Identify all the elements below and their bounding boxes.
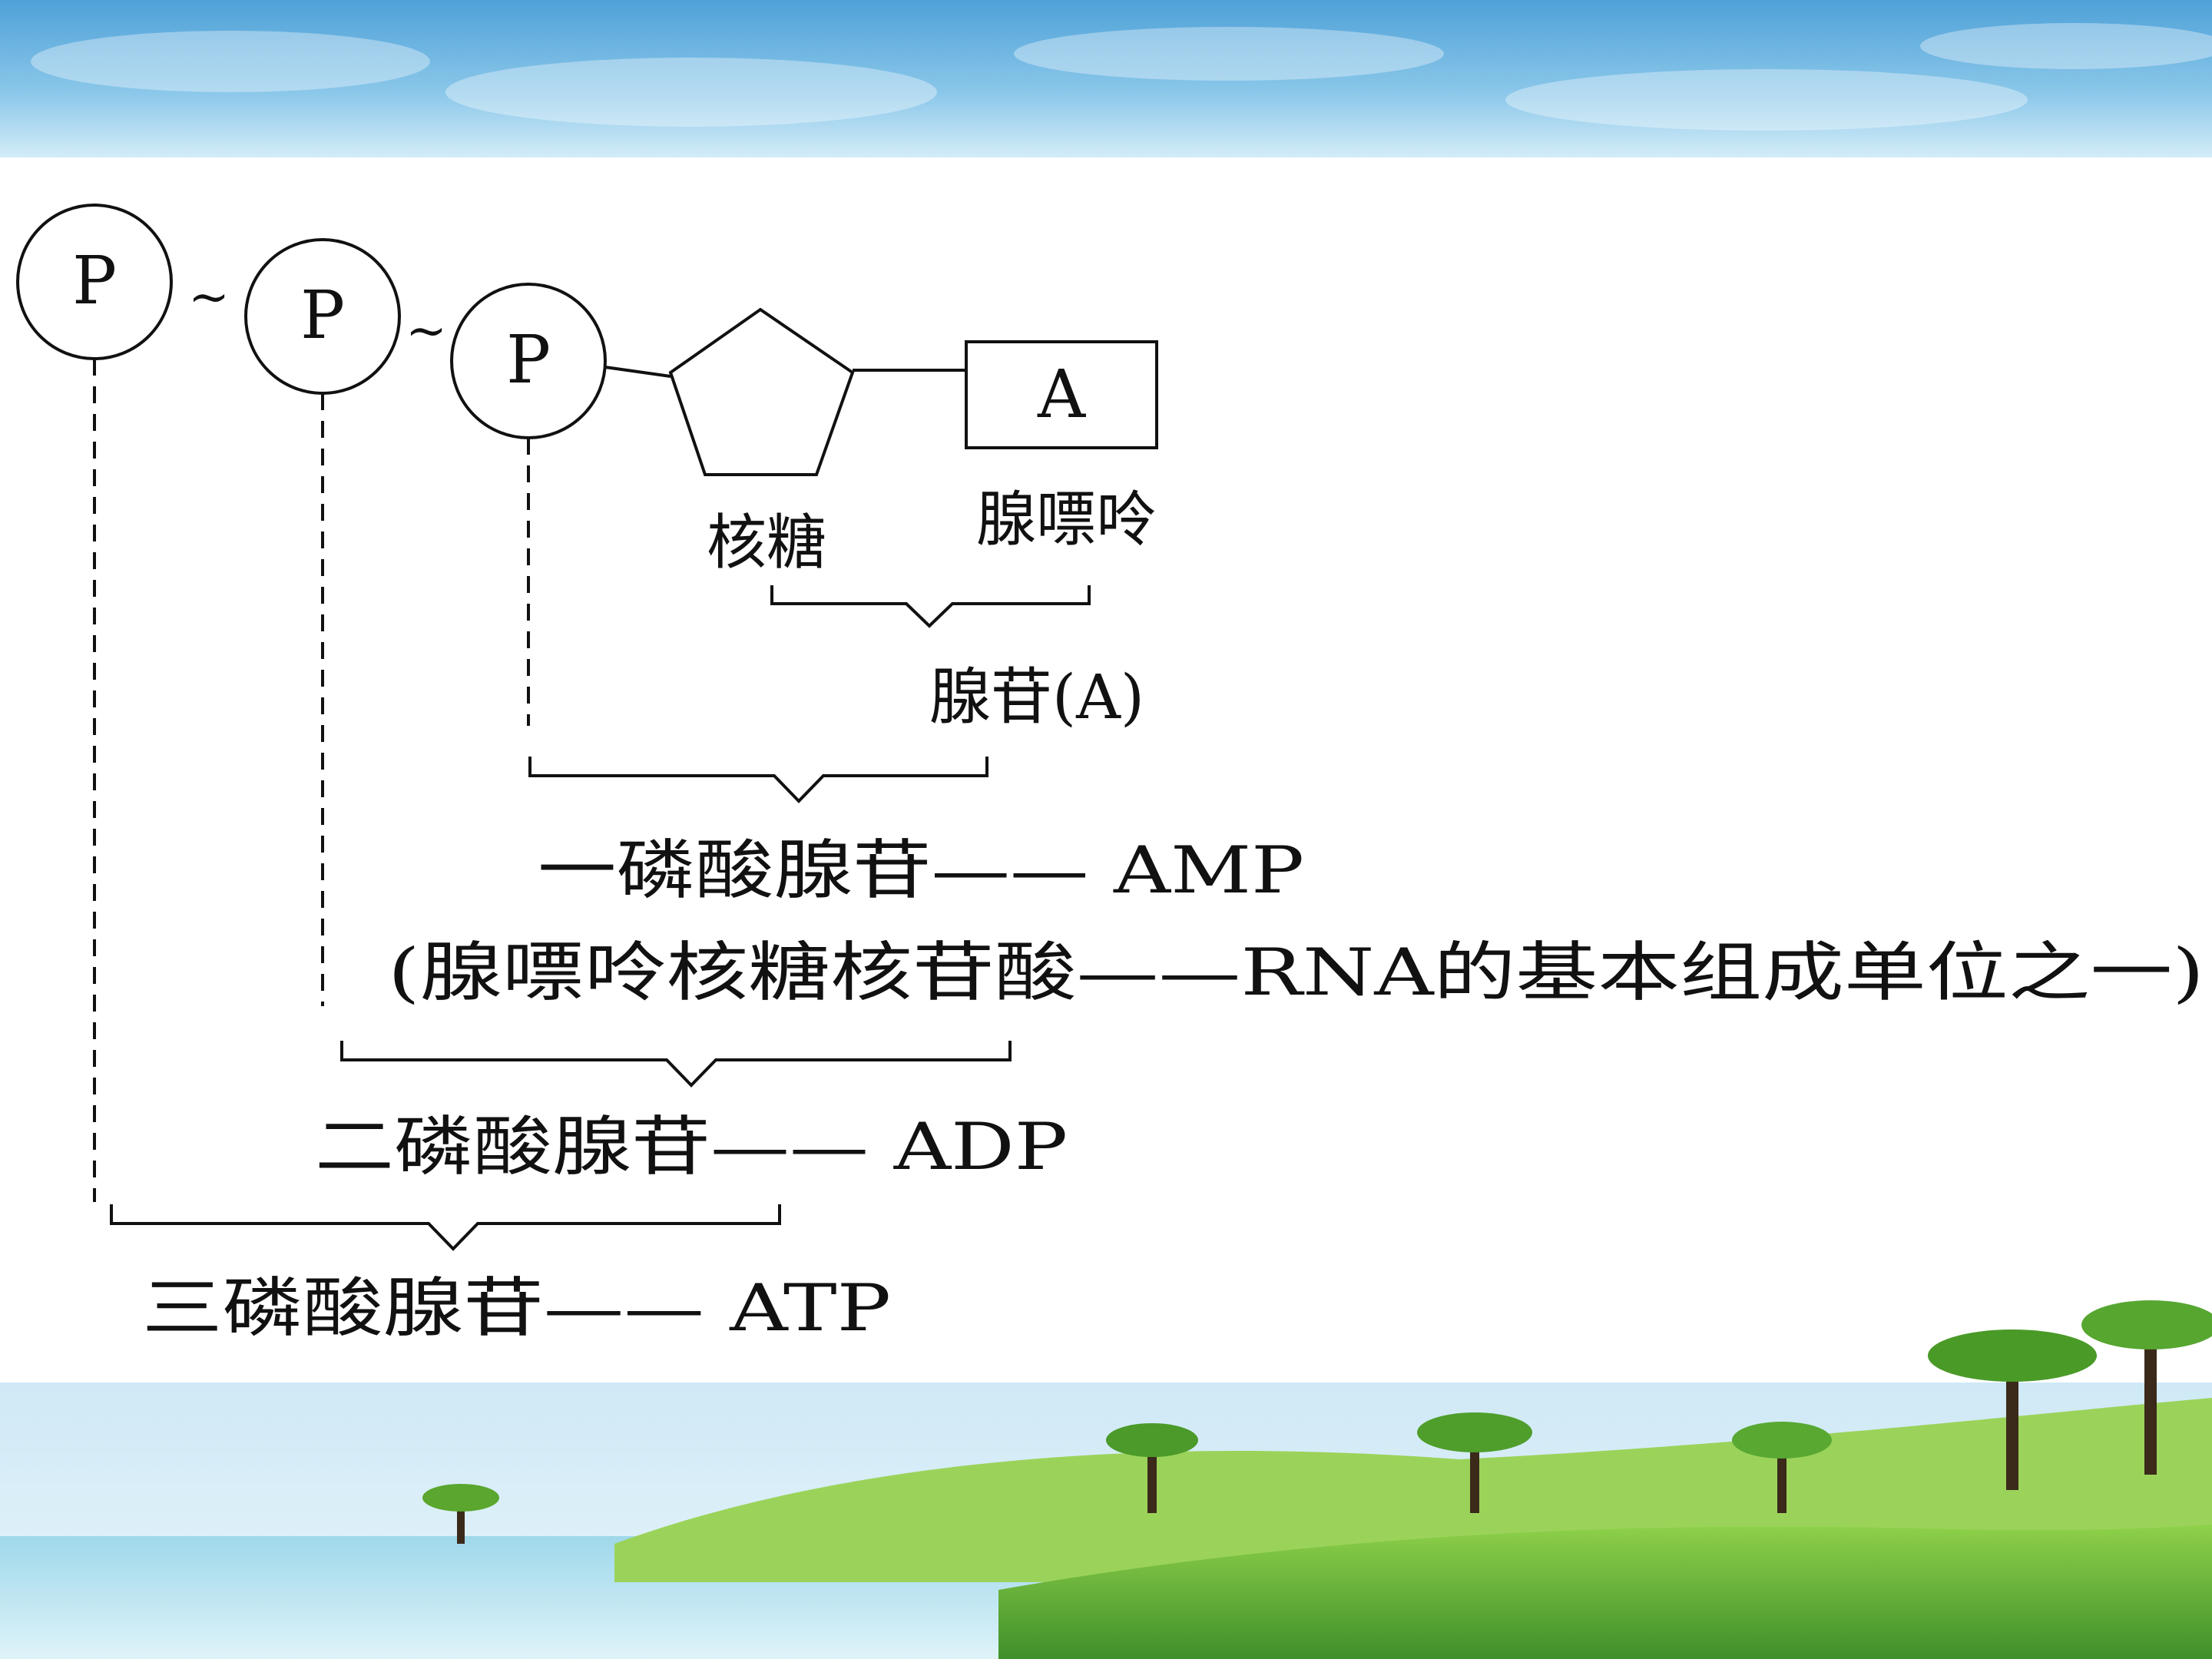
phosphate-label-3: P	[506, 322, 551, 399]
adenine-box	[965, 340, 1158, 449]
cloud-texture	[31, 23, 2212, 131]
amp-label: 一磷酸腺苷—— AMP	[538, 833, 1304, 908]
amp-note: (腺嘌呤核糖核苷酸——RNA的基本组成单位之一)	[388, 935, 2204, 1010]
phosphate-label-1: P	[72, 243, 117, 320]
ribose-pentagon	[668, 307, 855, 476]
adenine-label: 腺嘌呤	[976, 485, 1156, 555]
brace-adenosine	[770, 585, 1091, 628]
tree-icon	[1106, 1423, 1198, 1513]
atp-label: 三磷酸腺苷—— ATP	[142, 1270, 891, 1346]
adp-label: 二磷酸腺苷—— ADP	[315, 1109, 1068, 1184]
tree-icon	[422, 1484, 499, 1544]
tree-icon	[2081, 1300, 2212, 1475]
tree-icon	[1928, 1330, 2097, 1490]
high-energy-bond-2: ~	[406, 303, 447, 359]
brace-atp	[110, 1204, 781, 1251]
connector-phosphate-ribose	[604, 366, 671, 378]
tree-icons	[422, 1300, 2212, 1544]
hill-front	[998, 1525, 2212, 1659]
high-energy-bond-1: ~	[188, 269, 230, 326]
phosphate-label-2: P	[300, 277, 345, 354]
sky-banner	[0, 0, 2212, 157]
brace-amp	[528, 757, 988, 803]
adenosine-label: 腺苷(A)	[929, 661, 1144, 733]
adenine-symbol: A	[1037, 356, 1086, 433]
tree-icon	[1732, 1422, 1832, 1513]
brace-adp	[340, 1041, 1012, 1088]
ribose-label: 核糖	[707, 508, 826, 578]
tree-icon	[1417, 1412, 1532, 1513]
